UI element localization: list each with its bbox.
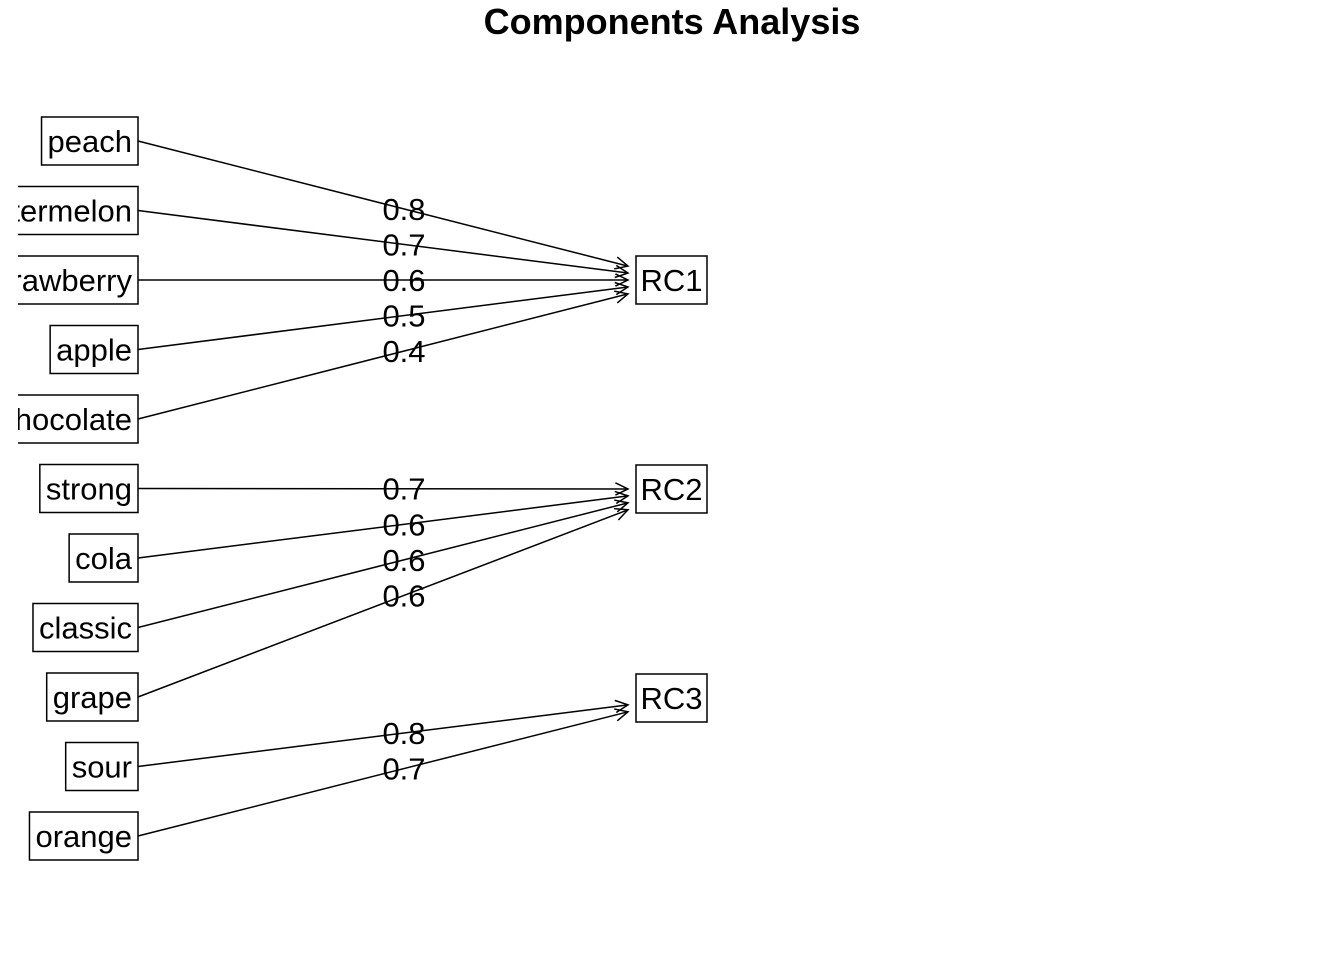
edge-classic-RC2: [137, 502, 629, 629]
variable-label-watermelon: watermelon: [0, 194, 132, 229]
edge-chocolate-RC1: [137, 293, 629, 420]
variable-label-strawberry: strawberry: [0, 263, 132, 298]
edge-cola-RC2: [137, 495, 629, 559]
edge-orange-RC3: [137, 711, 629, 837]
loading-label-orange: 0.7: [382, 752, 425, 787]
variable-label-grape: grape: [53, 680, 132, 715]
loading-label-peach: 0.8: [382, 192, 425, 227]
factor-label-RC3: RC3: [640, 681, 702, 716]
variable-label-apple: apple: [56, 333, 132, 368]
factor-label-RC2: RC2: [640, 472, 702, 507]
factor-box-RC3: [635, 673, 708, 723]
variable-label-classic: classic: [39, 611, 132, 646]
edge-grape-RC2: [137, 509, 629, 698]
loading-label-strawberry: 0.6: [382, 263, 425, 298]
edge-apple-RC1: [137, 286, 629, 351]
loading-label-apple: 0.5: [382, 299, 425, 334]
loading-label-grape: 0.6: [382, 578, 425, 613]
variable-label-peach: peach: [48, 124, 132, 159]
arrowhead-grape-RC2: [613, 507, 630, 521]
edge-watermelon-RC1: [137, 209, 629, 274]
variable-label-chocolate: chocolate: [0, 402, 132, 437]
arrowhead-orange-RC3: [614, 708, 630, 722]
factor-box-RC2: [635, 464, 708, 514]
variable-label-strong: strong: [46, 472, 132, 507]
edge-sour-RC3: [137, 704, 629, 768]
variable-label-sour: sour: [72, 750, 132, 785]
loading-label-sour: 0.8: [382, 716, 425, 751]
loading-label-watermelon: 0.7: [382, 227, 425, 262]
variable-label-orange: orange: [35, 819, 132, 854]
diagram-title: Components Analysis: [483, 1, 861, 42]
loading-label-chocolate: 0.4: [382, 334, 425, 369]
arrowhead-chocolate-RC1: [614, 290, 630, 304]
loading-label-strong: 0.7: [382, 472, 425, 507]
loading-label-classic: 0.6: [382, 543, 425, 578]
edge-peach-RC1: [137, 140, 629, 267]
loading-label-cola: 0.6: [382, 507, 425, 542]
factor-label-RC1: RC1: [640, 263, 702, 298]
factor-box-RC1: [635, 255, 708, 305]
variable-label-cola: cola: [75, 541, 133, 576]
